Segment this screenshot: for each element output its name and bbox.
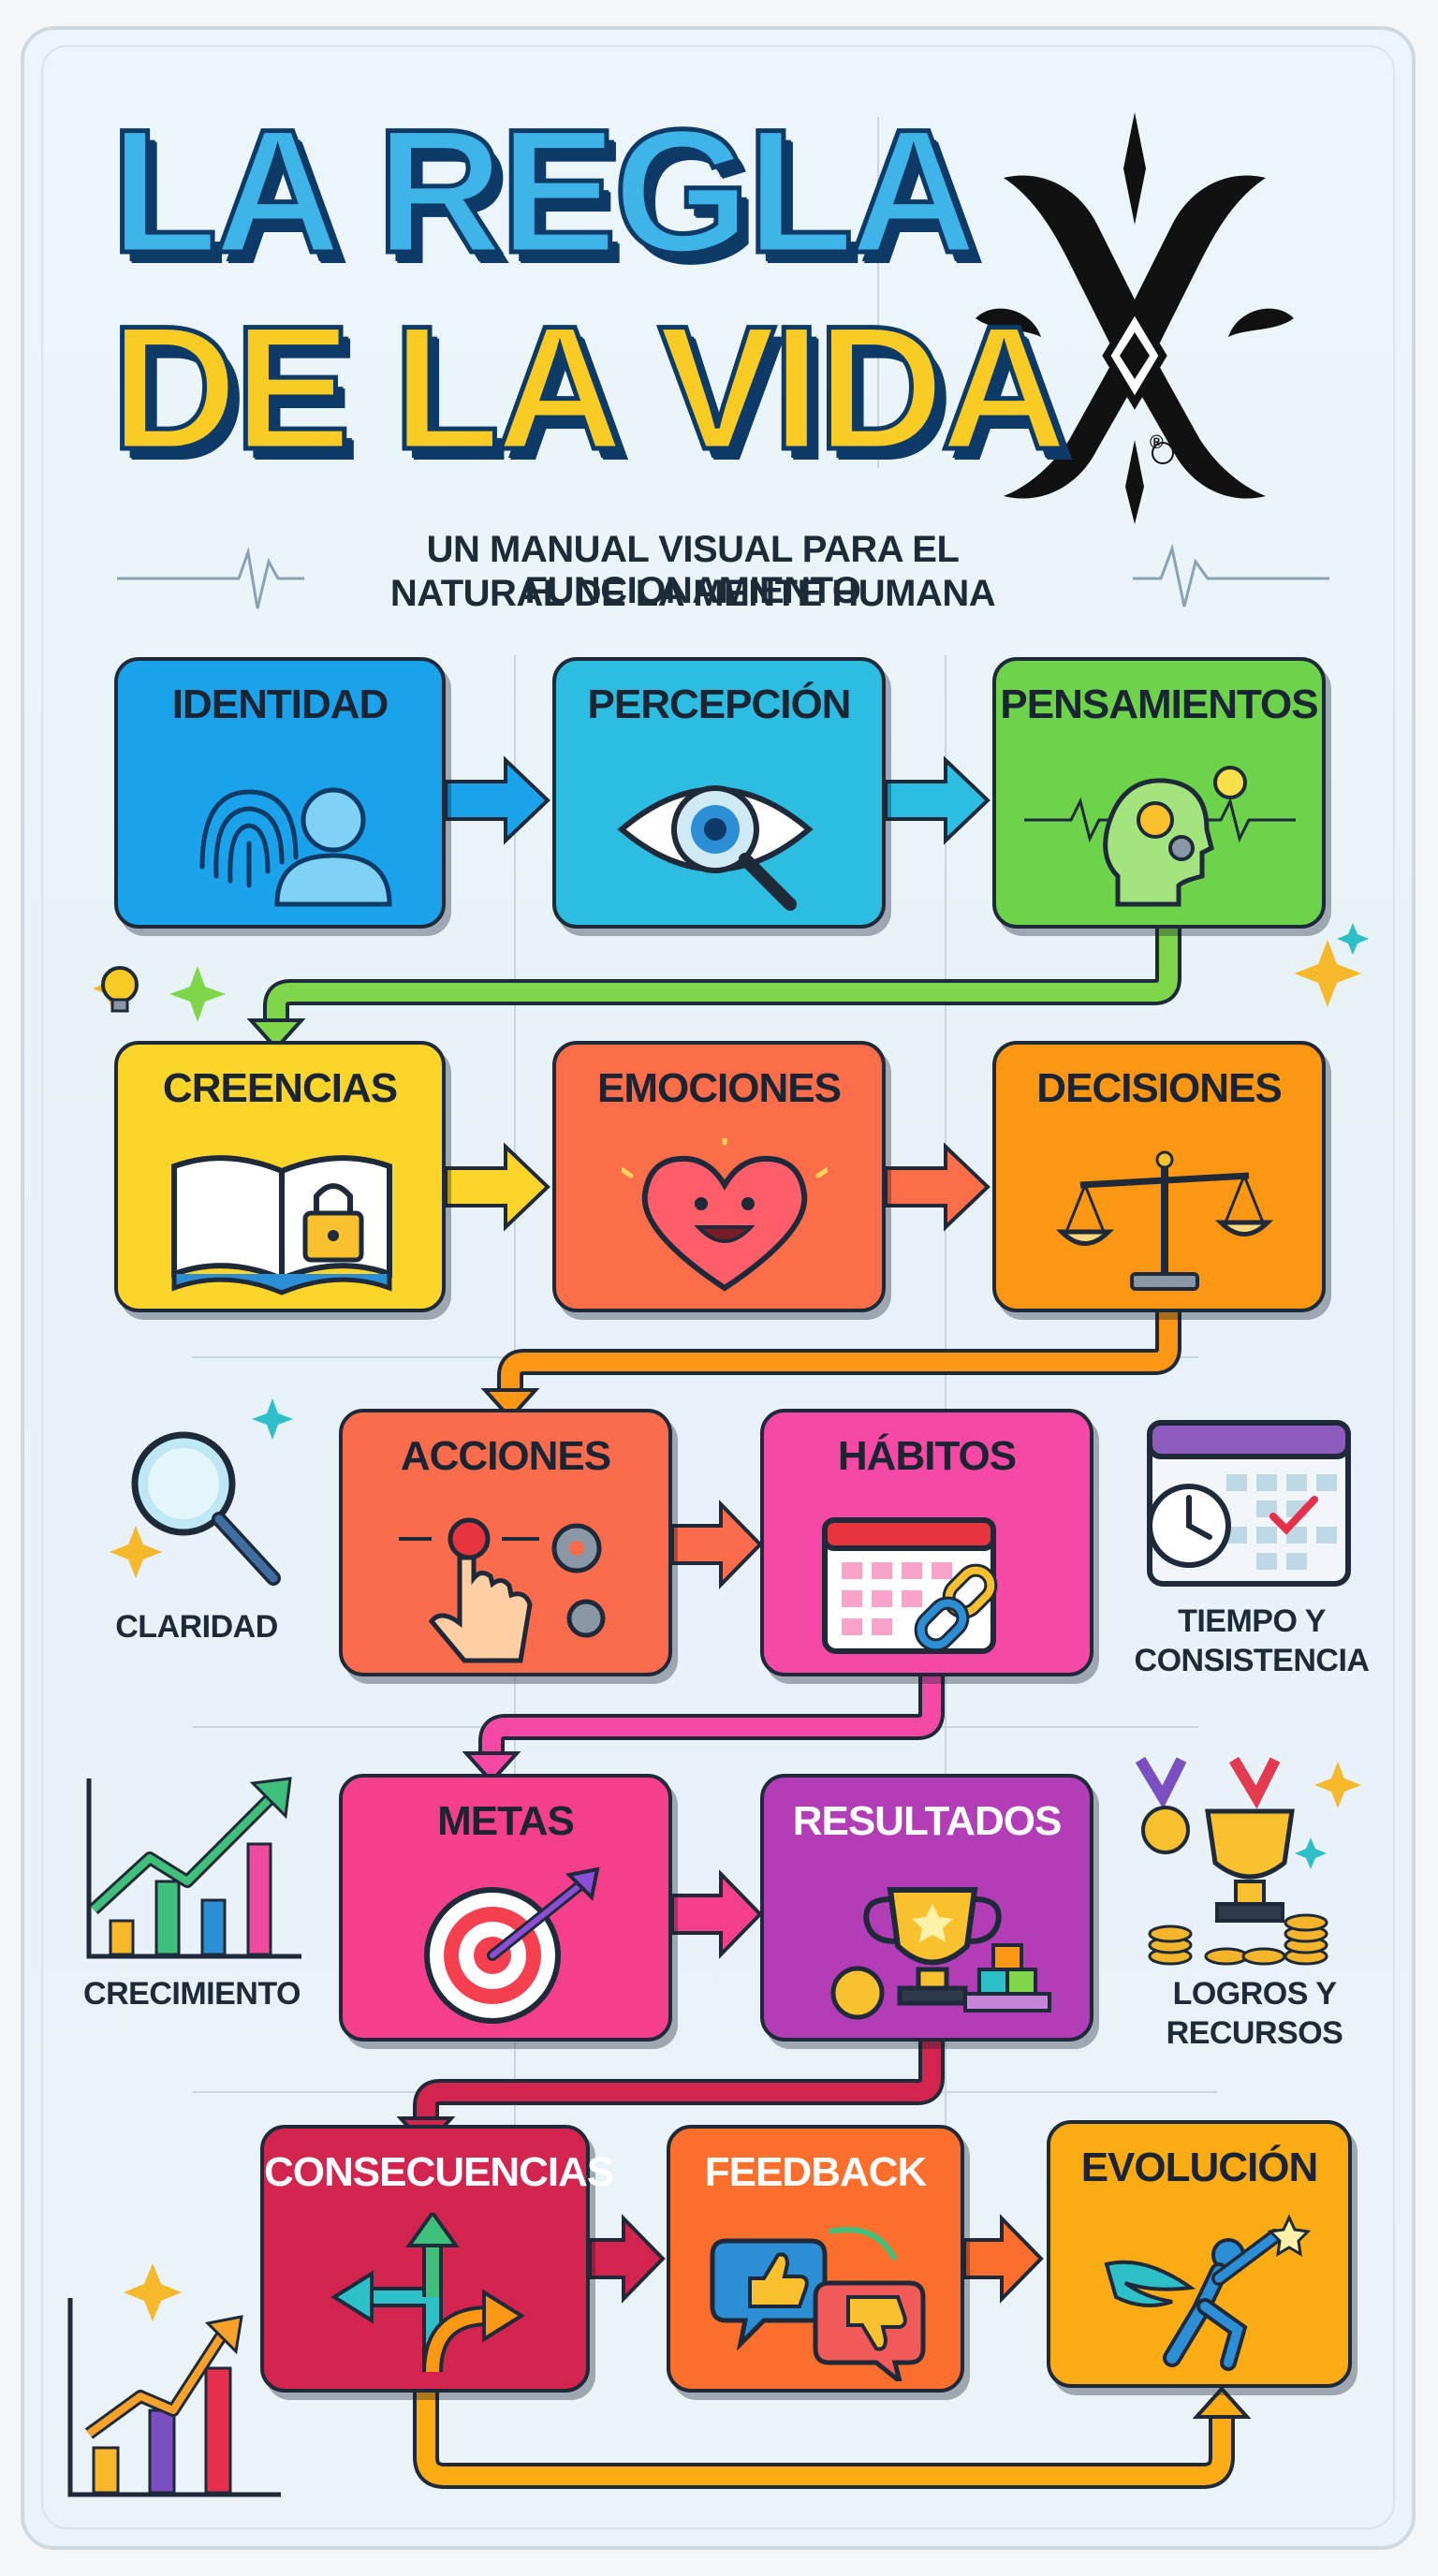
heartbeat-lines xyxy=(117,543,1329,609)
step-label: METAS xyxy=(437,1798,575,1844)
step-label: CONSECUENCIAS xyxy=(264,2149,614,2195)
step-label: ACCIONES xyxy=(400,1433,611,1479)
step-label: PERCEPCIÓN xyxy=(587,681,852,727)
step-consecuencias[interactable]: CONSECUENCIAS xyxy=(260,2125,614,2393)
magnifier-icon xyxy=(131,1431,281,1586)
side-label-logros-line1: LOGROS Y xyxy=(1172,1976,1337,2012)
step-label: EVOLUCIÓN xyxy=(1080,2144,1319,2190)
subtitle-line-2: NATURAL DE LA MENTE HUMANA xyxy=(389,573,996,614)
step-evolucion[interactable]: EVOLUCIÓN xyxy=(1047,2120,1352,2388)
side-label-logros-line2: RECURSOS xyxy=(1166,2015,1343,2051)
row2-arrows xyxy=(444,1142,990,1232)
step-decisiones[interactable]: DECISIONES xyxy=(992,1041,1326,1312)
ornate-x-logo xyxy=(976,112,1294,524)
hand-gears-icon xyxy=(399,1517,606,1663)
row3-arrow xyxy=(670,1500,763,1589)
step-resultados[interactable]: RESULTADOS xyxy=(760,1774,1093,2042)
rising-bars-icon xyxy=(67,2298,281,2497)
step-pensamientos[interactable]: PENSAMIENTOS xyxy=(992,657,1326,929)
calendar-chain-icon xyxy=(822,1517,998,1654)
step-label: RESULTADOS xyxy=(792,1798,1063,1844)
lightbulb-icon xyxy=(101,966,139,1013)
target-arrow-icon xyxy=(424,1866,600,2024)
subtitle-line-1: UN MANUAL VISUAL PARA EL FUNCIONAMIENTO xyxy=(426,529,960,611)
registered-mark: ® xyxy=(1150,432,1164,453)
step-label: FEEDBACK xyxy=(704,2149,927,2195)
scales-icon xyxy=(1055,1150,1274,1291)
growth-chart-icon xyxy=(86,1777,301,1959)
eye-magnifier-icon xyxy=(617,785,814,911)
winged-figure-icon xyxy=(1104,2214,1312,2371)
fingerprint-person-icon xyxy=(199,787,392,907)
side-label-tiempo-line1: TIEMPO Y xyxy=(1178,1603,1326,1639)
side-label-claridad: CLARIDAD xyxy=(115,1609,278,1645)
step-label: DECISIONES xyxy=(1036,1065,1282,1111)
inner-frame xyxy=(41,45,1395,2529)
step-label: PENSAMIENTOS xyxy=(1000,681,1318,727)
step-percepcion[interactable]: PERCEPCIÓN xyxy=(552,657,886,929)
connector-green xyxy=(263,914,1181,1041)
step-habitos[interactable]: HÁBITOS xyxy=(760,1409,1093,1676)
step-label: HÁBITOS xyxy=(837,1433,1017,1479)
heart-smile-icon xyxy=(622,1138,828,1292)
row4-arrow xyxy=(670,1869,763,1959)
title-line-2: DE LA VIDA xyxy=(108,289,1069,486)
step-label: CREENCIAS xyxy=(162,1065,398,1111)
trophies-coins-icon xyxy=(1135,1756,1328,1966)
calendar-clock-icon xyxy=(1147,1420,1351,1587)
connector-loop xyxy=(413,2378,1235,2489)
split-arrows-icon xyxy=(330,2213,525,2373)
step-emociones[interactable]: EMOCIONES xyxy=(552,1041,886,1312)
row1-arrows xyxy=(444,755,990,845)
title-line-1: LA REGLA xyxy=(109,93,980,289)
book-lock-icon xyxy=(171,1155,392,1295)
step-feedback[interactable]: FEEDBACK xyxy=(667,2125,964,2393)
side-label-crecimiento: CRECIMIENTO xyxy=(83,1976,301,2012)
head-gears-icon xyxy=(1024,766,1296,907)
step-label: IDENTIDAD xyxy=(171,681,389,727)
step-metas[interactable]: METAS xyxy=(339,1774,672,2042)
step-label: EMOCIONES xyxy=(597,1065,842,1111)
step-creencias[interactable]: CREENCIAS xyxy=(114,1041,446,1312)
row5-arrows xyxy=(588,2214,1044,2304)
step-acciones[interactable]: ACCIONES xyxy=(339,1409,672,1676)
side-label-tiempo-line2: CONSISTENCIA xyxy=(1134,1643,1370,1678)
step-identidad[interactable]: IDENTIDAD xyxy=(114,657,446,929)
thumbs-bubbles-icon xyxy=(710,2227,926,2381)
trophy-blocks-icon xyxy=(830,1887,1051,2020)
